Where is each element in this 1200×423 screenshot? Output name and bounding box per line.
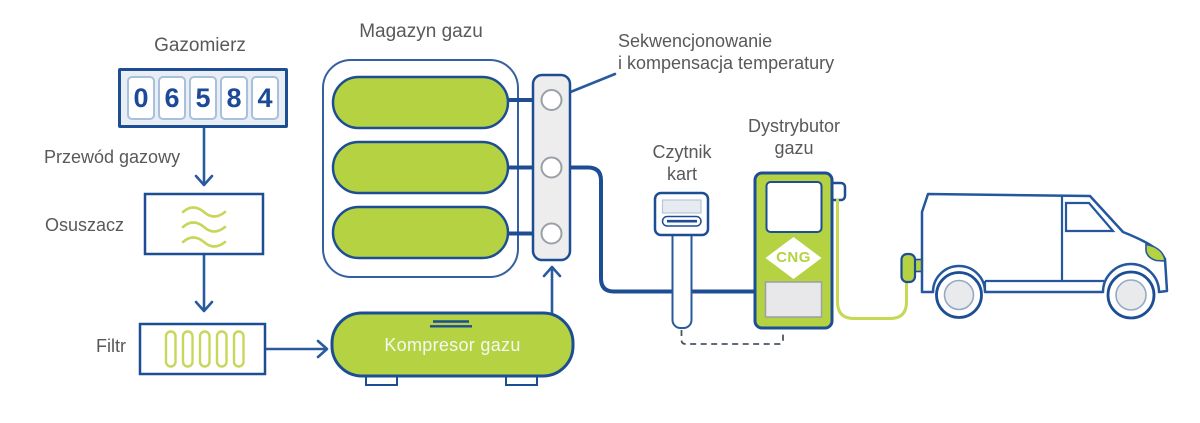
storage-cylinder — [331, 75, 510, 130]
van — [920, 192, 1169, 320]
cng-diamond-icon — [765, 237, 822, 279]
filter-element-icon — [181, 330, 194, 368]
arrowhead-down-icon — [194, 174, 214, 187]
filter-element-icon — [164, 330, 177, 368]
van-front-wheel — [1106, 270, 1156, 320]
wheel-hub-icon — [943, 279, 975, 311]
card-reader — [653, 191, 710, 329]
card-reader-label: Czytnik kart — [632, 141, 732, 185]
data-cable-dashed — [680, 330, 784, 345]
arrowhead-down-icon — [194, 300, 214, 313]
sequencer-port-icon — [540, 89, 563, 111]
gas-dispenser — [753, 171, 847, 330]
card-reader-label-line2: kart — [666, 164, 697, 184]
compressor-tank — [330, 311, 575, 386]
dryer-label: Osuszacz — [44, 215, 124, 235]
sequencing-label-line2: i kompensacja temperatury — [618, 53, 835, 73]
dispenser-screen — [765, 181, 823, 233]
van-headlight-icon — [1145, 243, 1166, 262]
compressor-body — [330, 311, 575, 378]
moisture-wave-icon — [181, 206, 227, 218]
main-gas-line — [570, 165, 756, 294]
gas-meter-counter: 0 6 5 8 4 — [118, 68, 288, 128]
gas-pipe-label: Przewód gazowy — [44, 147, 181, 167]
filter-element-icon — [215, 330, 228, 368]
moisture-wave-icon — [181, 236, 227, 248]
meter-digit: 8 — [220, 76, 248, 120]
sequencer-port-icon — [540, 156, 563, 179]
moisture-wave-icon — [181, 221, 227, 233]
meter-digit: 0 — [127, 76, 155, 120]
sequencer-port-icon — [540, 222, 563, 245]
gas-meter-label: Gazomierz — [154, 35, 246, 56]
wheel-hub-icon — [1115, 279, 1147, 311]
fuel-hose — [836, 198, 908, 320]
dispenser-label-line2: gazu — [774, 138, 814, 158]
meter-digit: 4 — [251, 76, 279, 120]
arrowhead-right-icon — [316, 339, 329, 359]
storage-cylinder — [331, 205, 510, 260]
sequencing-label-line1: Sekwencjonowanie — [618, 31, 773, 51]
dryer-box — [143, 192, 265, 256]
card-reader-head — [653, 191, 710, 237]
card-reader-label-line1: Czytnik — [652, 142, 712, 162]
filter-element-icon — [198, 330, 211, 368]
compressor-label: Kompresor gazu — [384, 335, 521, 355]
sequencing-label: Sekwencjonowanie i kompensacja temperatu… — [618, 30, 834, 74]
filter-label: Filtr — [96, 336, 126, 356]
van-side-window — [1064, 201, 1116, 233]
sequencer-callout-line — [566, 72, 617, 95]
dispenser-label-line1: Dystrybutor — [747, 116, 841, 136]
gas-storage-label: Magazyn gazu — [359, 21, 483, 42]
dispenser-lower-panel — [764, 281, 823, 318]
filter-element-icon — [232, 330, 245, 368]
card-reader-display — [661, 199, 702, 214]
gas-storage — [322, 59, 534, 278]
storage-cylinder — [331, 140, 510, 195]
arrowhead-up-icon — [542, 265, 562, 278]
meter-digit: 6 — [158, 76, 186, 120]
card-reader-post — [671, 227, 693, 329]
fuel-nozzle — [900, 252, 917, 284]
van-rear-wheel — [935, 271, 983, 319]
sequencer-panel — [531, 73, 572, 262]
meter-digit: 5 — [189, 76, 217, 120]
cng-badge: CNG — [776, 249, 811, 266]
dispenser-label: Dystrybutor gazu — [734, 115, 854, 159]
